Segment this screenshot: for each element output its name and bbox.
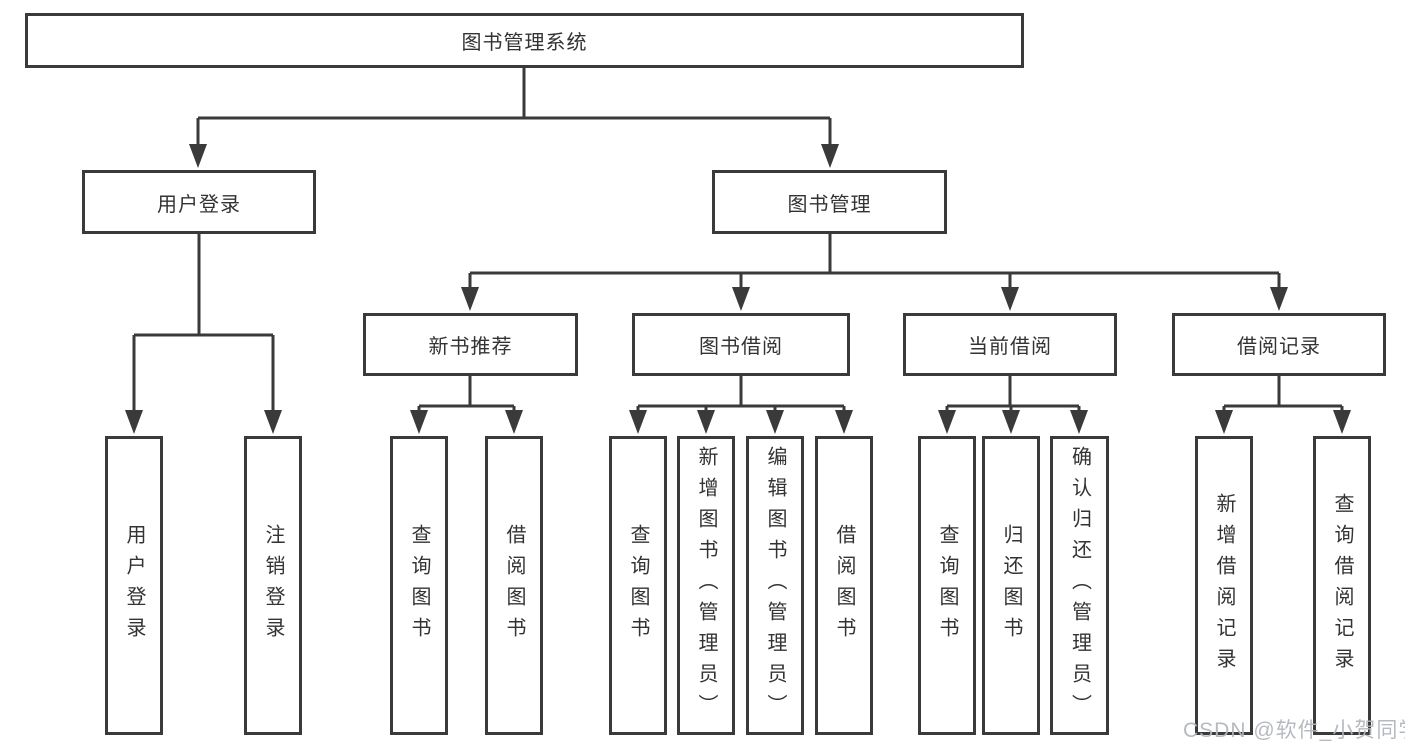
- arrowhead-icon: [1070, 410, 1088, 434]
- arrowhead-icon: [264, 410, 282, 434]
- leaf-user-login: 用户登录: [105, 436, 163, 735]
- node-label: 图书借阅: [699, 336, 783, 358]
- node-label: 注销登录: [262, 523, 284, 648]
- arrowhead-icon: [125, 410, 143, 434]
- leaf-query-books-current: 查询图书: [918, 436, 976, 735]
- arrowhead-icon: [732, 287, 750, 311]
- node-label: 确认归还（管理员）: [1068, 446, 1091, 725]
- arrowhead-icon: [505, 410, 523, 434]
- leaf-query-borrow-record: 查询借阅记录: [1313, 436, 1371, 735]
- arrowhead-icon: [835, 410, 853, 434]
- node-label: 查询图书: [408, 523, 430, 648]
- leaf-logout-login: 注销登录: [244, 436, 302, 735]
- arrowhead-icon: [938, 410, 956, 434]
- node-label: 借阅记录: [1237, 336, 1321, 358]
- leaf-return-books: 归还图书: [982, 436, 1040, 735]
- leaf-add-borrow-record: 新增借阅记录: [1195, 436, 1253, 735]
- arrowhead-icon: [1215, 410, 1233, 434]
- leaf-query-books-borrowing: 查询图书: [609, 436, 667, 735]
- arrowhead-icon: [410, 410, 428, 434]
- leaf-borrow-books-borrowing: 借阅图书: [815, 436, 873, 735]
- node-label: 借阅图书: [833, 523, 855, 648]
- watermark: CSDN @软件_小贺同学: [1183, 719, 1405, 742]
- arrowhead-icon: [1333, 410, 1351, 434]
- arrowhead-icon: [1001, 287, 1019, 311]
- node-library-system: 图书管理系统: [25, 13, 1024, 68]
- node-user-login: 用户登录: [82, 170, 316, 234]
- node-label: 查询图书: [936, 523, 958, 648]
- arrowhead-icon: [189, 144, 207, 168]
- node-book-management: 图书管理: [712, 170, 947, 234]
- arrowhead-icon: [629, 410, 647, 434]
- arrowhead-icon: [821, 144, 839, 168]
- arrowhead-icon: [766, 410, 784, 434]
- leaf-confirm-return-admin: 确认归还（管理员）: [1050, 436, 1109, 735]
- leaf-edit-book-admin: 编辑图书（管理员）: [746, 436, 804, 735]
- node-book-borrowing: 图书借阅: [632, 313, 850, 376]
- arrowhead-icon: [697, 410, 715, 434]
- node-label: 图书管理: [787, 193, 872, 216]
- node-label: 用户登录: [123, 523, 145, 648]
- node-current-borrowing: 当前借阅: [903, 313, 1117, 376]
- node-label: 编辑图书（管理员）: [764, 446, 786, 725]
- node-label: 用户登录: [157, 193, 241, 216]
- node-label: 查询图书: [627, 523, 649, 648]
- node-borrowing-records: 借阅记录: [1172, 313, 1386, 376]
- node-label: 归还图书: [1000, 523, 1022, 648]
- leaf-query-books-recommend: 查询图书: [390, 436, 448, 735]
- node-label: 当前借阅: [968, 336, 1052, 358]
- leaf-add-book-admin: 新增图书（管理员）: [677, 436, 735, 735]
- node-label: 新增借阅记录: [1213, 492, 1235, 679]
- node-label: 查询借阅记录: [1331, 492, 1353, 679]
- node-label: 新书推荐: [428, 336, 513, 358]
- node-label: 借阅图书: [503, 523, 525, 648]
- arrowhead-icon: [1270, 287, 1288, 311]
- node-label: 图书管理系统: [461, 32, 588, 54]
- arrowhead-icon: [461, 287, 479, 311]
- node-label: 新增图书（管理员）: [695, 446, 717, 725]
- leaf-borrow-books-recommend: 借阅图书: [485, 436, 543, 735]
- node-new-book-recommendation: 新书推荐: [363, 313, 578, 376]
- arrowhead-icon: [1002, 410, 1020, 434]
